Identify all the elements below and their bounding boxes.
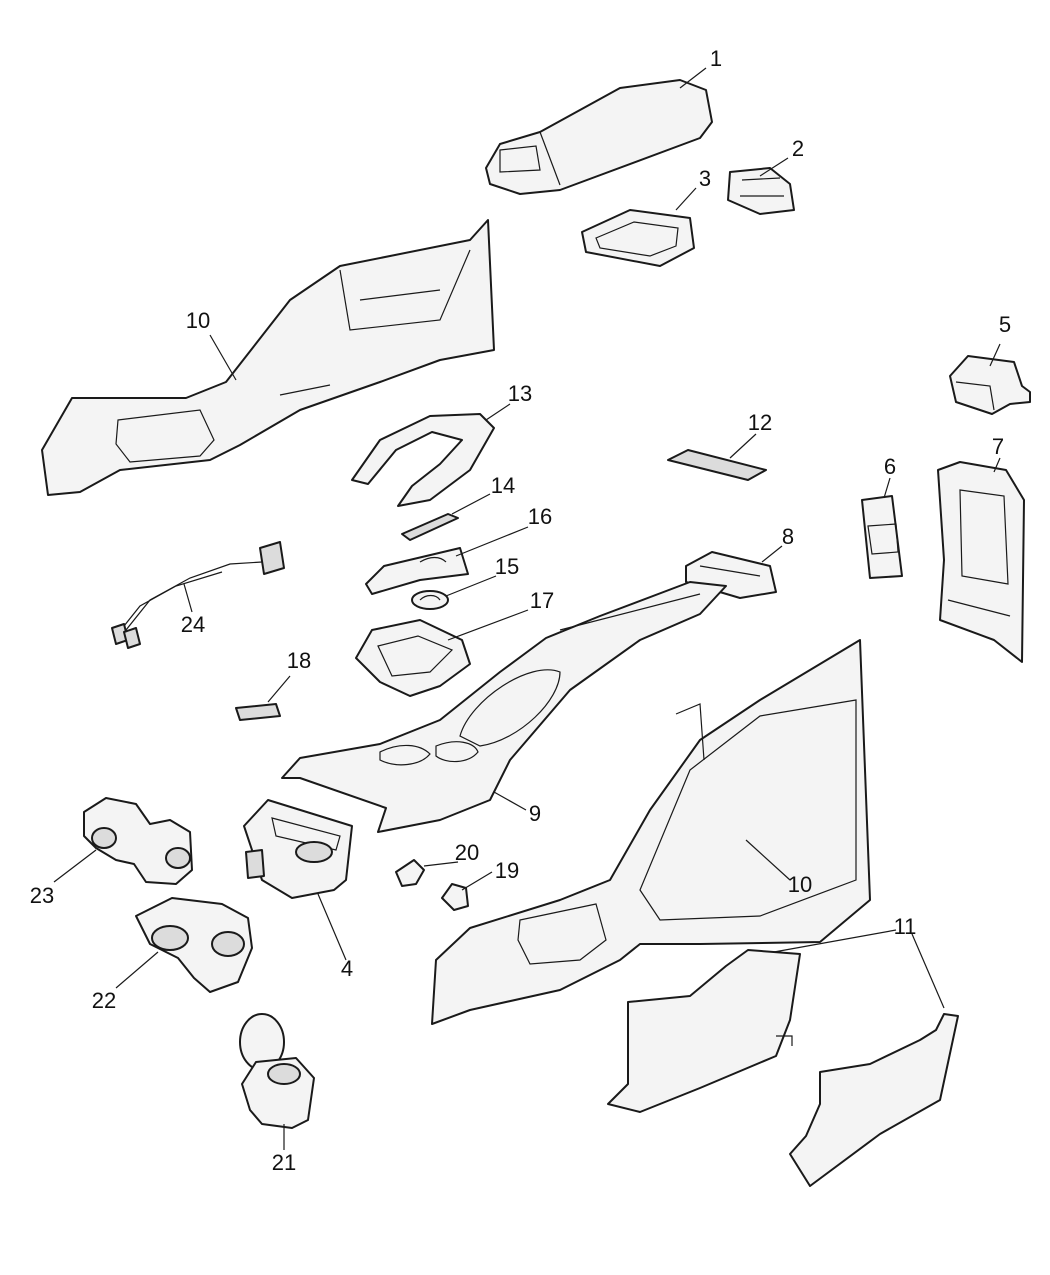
leader-13 xyxy=(485,403,511,421)
leader-20 xyxy=(423,861,459,867)
part-trim-plate xyxy=(365,547,469,595)
callout-21: 21 xyxy=(272,1150,296,1175)
part-armrest-lid xyxy=(485,79,713,195)
callout-16: 16 xyxy=(528,504,552,529)
callout-14: 14 xyxy=(491,473,515,498)
part-pad xyxy=(667,449,767,481)
leader-14 xyxy=(451,493,491,515)
callout-15: 15 xyxy=(495,554,519,579)
part-side-panel-left xyxy=(41,219,495,496)
callout-10b: 10 xyxy=(788,872,812,897)
leader-4 xyxy=(317,893,347,961)
part-hinge-bracket xyxy=(727,167,795,215)
part-console-base xyxy=(281,581,727,833)
callout-9: 9 xyxy=(529,801,541,826)
part-shifter-bezel xyxy=(355,619,471,697)
callout-17: 17 xyxy=(530,588,554,613)
part-storage-bin xyxy=(243,799,353,899)
part-clip xyxy=(395,859,425,887)
callout-23: 23 xyxy=(30,883,54,908)
callout-11: 11 xyxy=(894,914,917,939)
part-knob-cap xyxy=(411,590,449,610)
callout-20: 20 xyxy=(455,840,479,865)
leader-22 xyxy=(115,951,159,989)
part-insulator-left xyxy=(607,949,801,1113)
callout-6: 6 xyxy=(884,454,896,479)
leader-3 xyxy=(675,187,697,211)
leader-6 xyxy=(883,477,891,499)
callout-3: 3 xyxy=(699,166,711,191)
leader-16 xyxy=(455,526,529,557)
leader-7 xyxy=(993,457,1001,473)
part-rear-panel xyxy=(937,461,1025,663)
part-cup-holder-lower xyxy=(135,897,253,993)
callout-8: 8 xyxy=(782,524,794,549)
leader-17 xyxy=(447,609,529,641)
part-module xyxy=(949,355,1031,415)
part-switch-panel xyxy=(861,495,903,579)
callout-7: 7 xyxy=(992,434,1004,459)
leader-24 xyxy=(183,583,193,613)
leader-9 xyxy=(493,791,527,811)
leader-18 xyxy=(267,675,291,703)
callout-24: 24 xyxy=(181,612,205,637)
callout-18: 18 xyxy=(287,648,311,673)
callout-10a: 10 xyxy=(186,308,210,333)
part-cup-holder-upper xyxy=(83,797,193,885)
part-ash-cup xyxy=(239,1013,315,1129)
callout-4: 4 xyxy=(341,956,353,981)
part-insulator-right xyxy=(789,1013,959,1187)
callout-1: 1 xyxy=(710,46,722,71)
leader-23 xyxy=(53,849,97,883)
leader-1 xyxy=(679,67,707,89)
part-wiring-harness xyxy=(111,541,285,649)
leader-11a xyxy=(773,929,897,953)
leader-10b xyxy=(745,839,791,881)
leader-8 xyxy=(761,545,783,563)
leader-15 xyxy=(445,575,497,597)
callout-22: 22 xyxy=(92,988,116,1013)
leader-19 xyxy=(461,871,493,891)
leader-2 xyxy=(759,157,789,177)
leader-12 xyxy=(729,433,757,459)
leader-11b xyxy=(911,933,945,1009)
part-storage-tray xyxy=(581,209,695,267)
part-bezel xyxy=(351,413,495,507)
callout-13: 13 xyxy=(508,381,532,406)
part-switch xyxy=(401,513,459,541)
callout-19: 19 xyxy=(495,858,519,883)
leader-5 xyxy=(989,343,1001,367)
part-grommet xyxy=(441,883,469,911)
part-side-panel-right xyxy=(431,639,871,1025)
callout-12: 12 xyxy=(748,410,772,435)
part-small-switch xyxy=(235,703,281,721)
callout-2: 2 xyxy=(792,136,804,161)
callout-5: 5 xyxy=(999,312,1011,337)
leader-10a xyxy=(209,334,237,381)
